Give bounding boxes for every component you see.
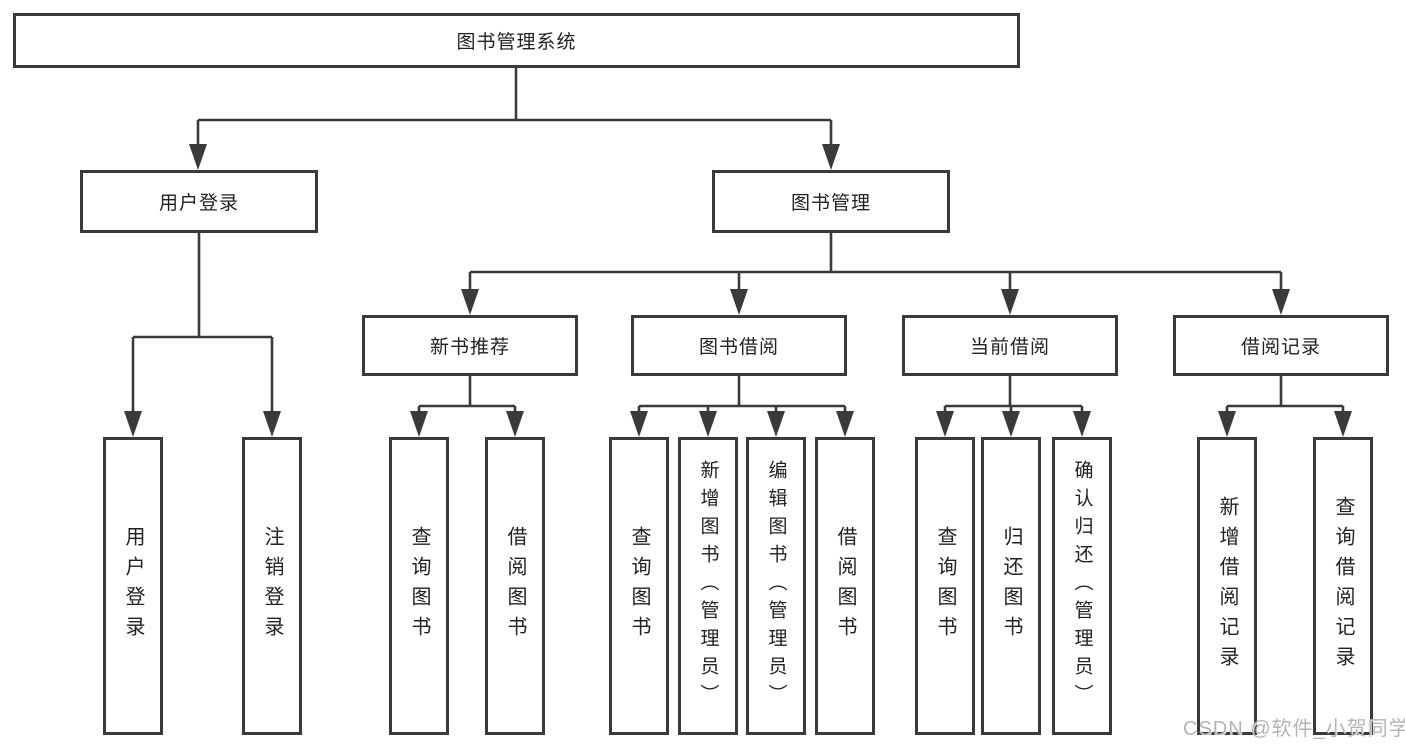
node-borrow-edit-books-admin: 编辑图书（管理员） <box>746 437 806 735</box>
node-current-query-books: 查询图书 <box>915 437 975 735</box>
node-borrow-borrow-books: 借阅图书 <box>815 437 875 735</box>
node-borrow-add-books-admin: 新增图书（管理员） <box>678 437 738 735</box>
node-new-book-recommend: 新书推荐 <box>362 315 578 376</box>
node-login-user: 用户登录 <box>103 437 163 735</box>
csdn-watermark: CSDN @软件_小贺同学 <box>1183 718 1405 740</box>
node-logout: 注销登录 <box>242 437 302 735</box>
node-current-borrow: 当前借阅 <box>902 315 1118 376</box>
node-book-management: 图书管理 <box>712 170 950 233</box>
node-root: 图书管理系统 <box>13 13 1020 68</box>
node-newbook-query-books: 查询图书 <box>389 437 449 735</box>
node-current-confirm-return-admin: 确认归还（管理员） <box>1052 437 1112 735</box>
node-current-return-books: 归还图书 <box>981 437 1041 735</box>
node-book-borrow: 图书借阅 <box>631 315 847 376</box>
node-borrow-query-books: 查询图书 <box>609 437 669 735</box>
node-newbook-borrow-books: 借阅图书 <box>485 437 545 735</box>
node-borrow-record: 借阅记录 <box>1173 315 1389 376</box>
node-record-query: 查询借阅记录 <box>1313 437 1373 735</box>
node-user-login: 用户登录 <box>80 170 318 233</box>
node-record-add: 新增借阅记录 <box>1197 437 1257 735</box>
